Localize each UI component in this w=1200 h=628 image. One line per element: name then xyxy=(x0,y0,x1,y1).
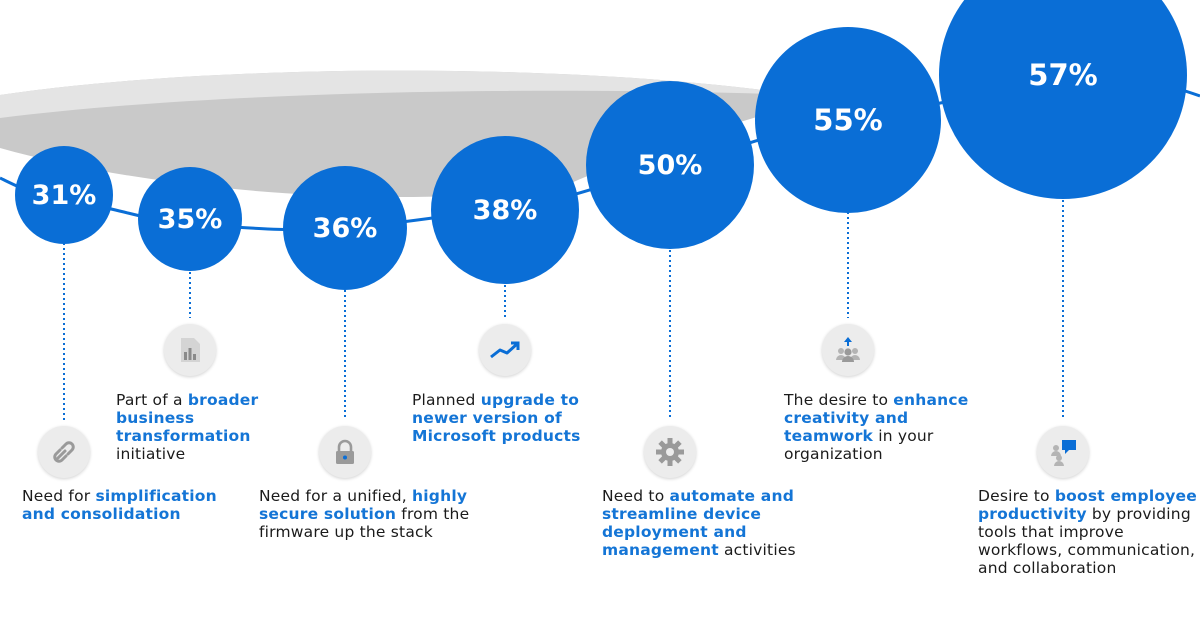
caption-36: Need for a unified, highly secure soluti… xyxy=(259,487,489,541)
bubble-57: 57% xyxy=(939,0,1187,199)
bubble-value-label: 35% xyxy=(157,203,223,235)
caption-50: Need to automate and streamline device d… xyxy=(602,487,837,559)
caption-text: Need to xyxy=(602,487,670,505)
lock-icon xyxy=(319,426,371,478)
bubble-value-label: 50% xyxy=(637,149,703,181)
caption-text: Need for xyxy=(22,487,96,505)
bubble-value-label: 38% xyxy=(472,194,538,226)
gear-icon xyxy=(644,426,696,478)
bubble-value-label: 57% xyxy=(1028,58,1098,92)
chat-people-icon xyxy=(1037,426,1089,478)
trend-arrow-icon xyxy=(479,324,531,376)
dotted-stems xyxy=(63,165,1064,420)
caption-text: Part of a xyxy=(116,391,188,409)
caption-highlight: automate and streamline device deploymen… xyxy=(602,487,795,559)
bubble-35: 35% xyxy=(138,167,242,271)
caption-31: Need for simplification and consolidatio… xyxy=(22,487,222,523)
link-icon xyxy=(38,426,90,478)
bubble-50: 50% xyxy=(586,81,754,249)
caption-highlight: simplification and consolidation xyxy=(22,487,217,523)
caption-35: Part of a broader business transformatio… xyxy=(116,391,316,463)
caption-highlight: enhance creativity and teamwork xyxy=(784,391,969,445)
bubble-value-label: 36% xyxy=(312,212,378,244)
bubble-31: 31% xyxy=(15,146,113,244)
caption-highlight: broader business transformation xyxy=(116,391,259,445)
caption-text: activities xyxy=(718,541,796,559)
caption-text: by providing tools that improve workflow… xyxy=(978,505,1196,577)
caption-text: Desire to xyxy=(978,487,1055,505)
caption-text: Planned xyxy=(412,391,481,409)
grey-swoosh-highlight xyxy=(0,70,800,118)
caption-57: Desire to boost employee productivity by… xyxy=(978,487,1198,577)
caption-text: Need for a unified, xyxy=(259,487,413,505)
caption-text: from the firmware up the stack xyxy=(259,505,470,541)
caption-highlight: highly secure solution xyxy=(259,487,468,523)
caption-38: Planned upgrade to newer version of Micr… xyxy=(412,391,632,445)
caption-55: The desire to enhance creativity and tea… xyxy=(784,391,994,463)
bubble-value-label: 31% xyxy=(31,179,97,211)
caption-text: The desire to xyxy=(784,391,894,409)
bubble-55: 55% xyxy=(755,27,941,213)
caption-highlight: boost employee productivity xyxy=(978,487,1197,523)
caption-highlight: upgrade to newer version of Microsoft pr… xyxy=(412,391,581,445)
bubble-value-label: 55% xyxy=(813,103,883,137)
team-up-icon xyxy=(822,324,874,376)
bubble-36: 36% xyxy=(283,166,407,290)
caption-text: initiative xyxy=(116,445,186,463)
bubble-38: 38% xyxy=(431,136,579,284)
caption-text: in your organization xyxy=(784,427,934,463)
document-chart-icon xyxy=(164,324,216,376)
